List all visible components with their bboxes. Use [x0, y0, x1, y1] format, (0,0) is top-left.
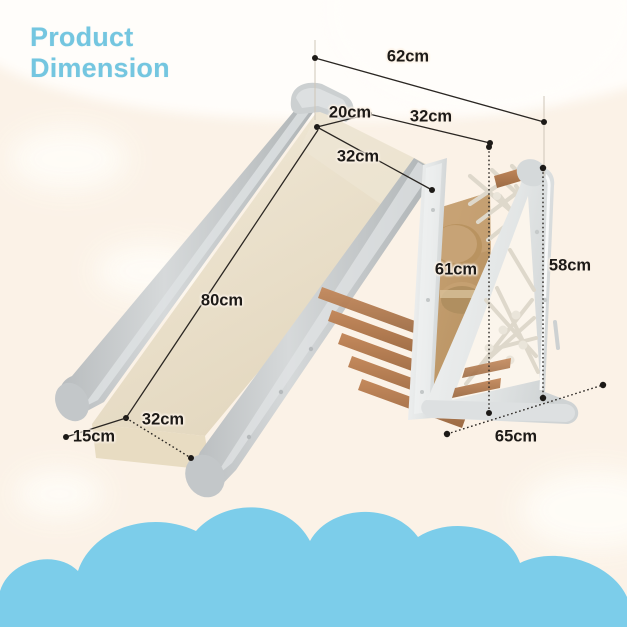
dimension-label-slide-top-width: 32cm: [336, 147, 380, 166]
frame-apex-cap: [516, 159, 546, 187]
dimension-label-slide-end-width: 32cm: [141, 410, 185, 429]
cloud-soft-decoration-1: [8, 128, 128, 190]
cloud-blue-decoration: [0, 507, 627, 627]
cloud-soft-decoration-4: [14, 470, 104, 518]
frame-far-rail: [408, 158, 447, 420]
dimension-label-frame-height: 58cm: [548, 256, 592, 275]
dimension-label-top-span: 62cm: [386, 47, 430, 66]
dimension-label-slide-length: 80cm: [200, 291, 244, 310]
page-title: Product Dimension: [30, 22, 170, 83]
frame-triangle-panel: [421, 166, 579, 424]
climbing-ladder-rungs: [318, 287, 466, 428]
dimension-label-apex-width: 20cm: [328, 103, 372, 122]
dimension-label-frame-depth: 65cm: [494, 427, 538, 446]
dimension-label-slide-end-rise: 15cm: [72, 427, 116, 446]
dimension-label-frame-inner-height: 61cm: [434, 260, 478, 279]
dimension-label-top-depth: 32cm: [409, 107, 453, 126]
